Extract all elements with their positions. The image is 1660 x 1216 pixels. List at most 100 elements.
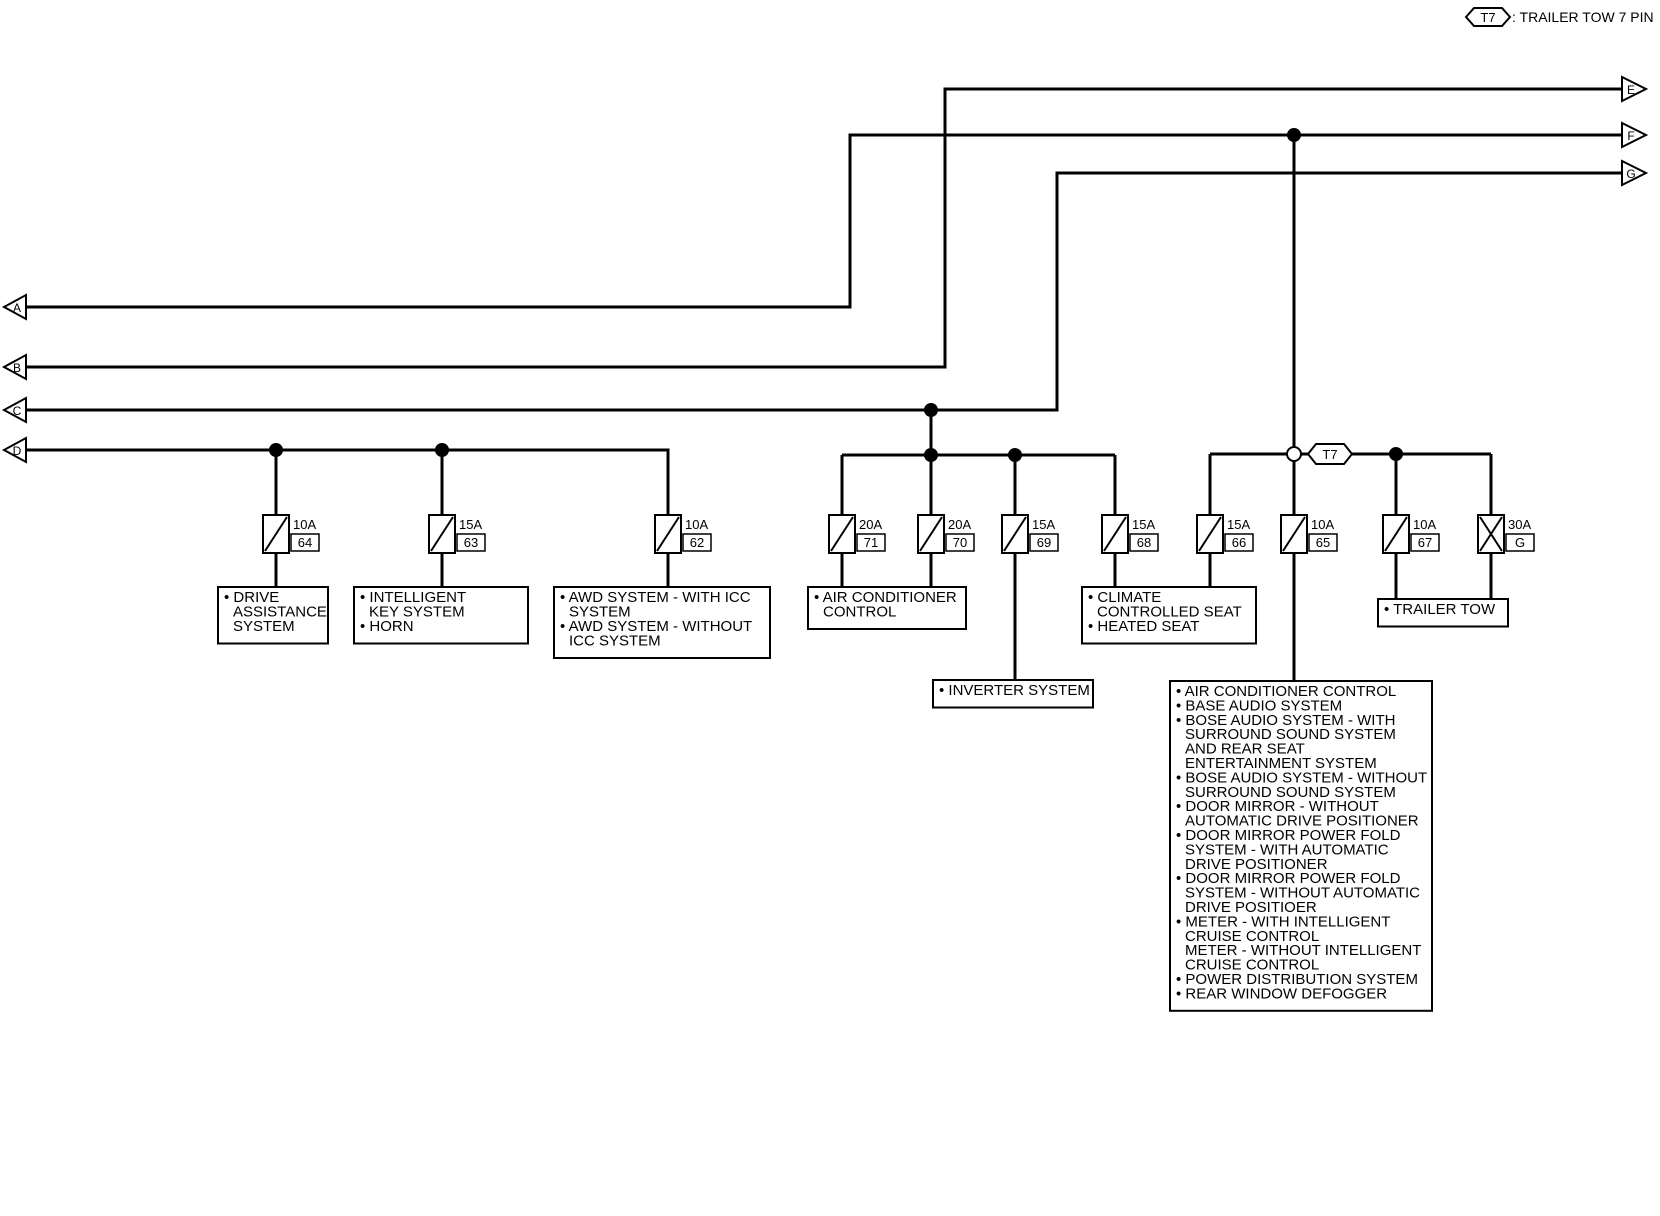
fuse-number-box xyxy=(856,533,886,552)
load-box-frame xyxy=(807,586,967,630)
fuse-number-box xyxy=(1505,533,1535,552)
svg-text:B: B xyxy=(13,361,21,375)
splice-mid-69 xyxy=(1008,448,1022,462)
fuse-amp-label: 10A xyxy=(1413,517,1436,532)
fuse-amp-label: 20A xyxy=(948,517,971,532)
fuse-number-box xyxy=(1224,533,1254,552)
fuse-amp-label: 10A xyxy=(1311,517,1334,532)
svg-text:G: G xyxy=(1626,167,1635,181)
fuse-element xyxy=(1103,516,1127,552)
load-text-line: • AIR CONDITIONER xyxy=(814,589,957,606)
fuse-element xyxy=(1282,516,1306,552)
fuse-number-box xyxy=(1308,533,1338,552)
load-text-line: SYSTEM xyxy=(233,618,295,635)
load-text-line: AND REAR SEAT xyxy=(1185,741,1305,758)
legend-symbol-text: T7 xyxy=(1480,10,1495,25)
svg-text:C: C xyxy=(13,404,22,418)
svg-text:F: F xyxy=(1627,129,1634,143)
fuse-amp-label: 15A xyxy=(1132,517,1155,532)
fuse-number: 70 xyxy=(953,535,967,550)
legend: T7 : TRAILER TOW 7 PIN xyxy=(1464,7,1654,27)
load-box-inverter: • INVERTER SYSTEM xyxy=(932,679,1094,709)
fuse-G: 30A G xyxy=(1477,514,1535,554)
fuse-number-box xyxy=(1410,533,1440,552)
fuse-amp-label: 10A xyxy=(293,517,316,532)
load-box-trailer-tow: • TRAILER TOW xyxy=(1377,598,1509,628)
fuse-number-box xyxy=(1129,533,1159,552)
load-text-line: ICC SYSTEM xyxy=(569,633,661,650)
t7-connector: T7 xyxy=(1306,443,1354,465)
fuse-number: 71 xyxy=(864,535,878,550)
connectors-left xyxy=(1,293,27,464)
load-text-line: ENTERTAINMENT SYSTEM xyxy=(1185,755,1377,772)
wire-d xyxy=(26,448,670,515)
splices xyxy=(269,128,1403,462)
fuse-number-box xyxy=(682,533,712,552)
load-text-line: • DOOR MIRROR POWER FOLD xyxy=(1176,870,1401,887)
fuse-number: 62 xyxy=(690,535,704,550)
fuse-number: 63 xyxy=(464,535,478,550)
fuses: 10A6415A6310A6220A7120A7015A6915A6815A66… xyxy=(262,514,1535,554)
fuse-number: 64 xyxy=(298,535,312,550)
fuse-element xyxy=(264,516,288,552)
connector-g xyxy=(1621,159,1649,187)
fuse-amp-label: 15A xyxy=(1032,517,1055,532)
splice-right-67 xyxy=(1389,447,1403,461)
fuse-number-box xyxy=(290,533,320,552)
load-text-line: SYSTEM xyxy=(569,604,631,621)
load-text-line: • CLIMATE xyxy=(1088,589,1161,606)
svg-text:A: A xyxy=(13,301,21,315)
connector-c xyxy=(1,396,27,424)
splice-c xyxy=(924,403,938,417)
load-text-line: • BOSE AUDIO SYSTEM - WITHOUT xyxy=(1176,769,1427,786)
load-box-frame xyxy=(1377,598,1509,628)
splice-mid-70 xyxy=(924,448,938,462)
legend-text: : TRAILER TOW 7 PIN xyxy=(1512,9,1654,25)
fuse-amp-label: 30A xyxy=(1508,517,1531,532)
load-text-line: SYSTEM - WITH AUTOMATIC xyxy=(1185,841,1389,858)
load-text-line: • REAR WINDOW DEFOGGER xyxy=(1176,985,1387,1002)
load-text-line: SYSTEM - WITHOUT AUTOMATIC xyxy=(1185,885,1420,902)
svg-text:E: E xyxy=(1627,83,1635,97)
load-text-line: ASSISTANCE xyxy=(233,604,327,621)
load-text-line: • HEATED SEAT xyxy=(1088,618,1199,635)
fuse-element-cross xyxy=(1479,516,1503,552)
load-text-line: • AWD SYSTEM - WITHOUT xyxy=(560,618,752,635)
fuse-number-box xyxy=(1029,533,1059,552)
connector-d xyxy=(1,436,27,464)
load-text-line: KEY SYSTEM xyxy=(369,604,465,621)
fuse-number: 69 xyxy=(1037,535,1051,550)
connectors-right xyxy=(1621,75,1649,187)
fuse-amp-label: 20A xyxy=(859,517,882,532)
load-box-fuse65-loads: • AIR CONDITIONER CONTROL• BASE AUDIO SY… xyxy=(1169,680,1433,1012)
load-text-line: • BASE AUDIO SYSTEM xyxy=(1176,697,1342,714)
fuse-element xyxy=(430,516,454,552)
load-text-line: METER - WITHOUT INTELLIGENT xyxy=(1185,942,1421,959)
wire-b xyxy=(26,87,1622,369)
fuse-number-box xyxy=(456,533,486,552)
connector-e xyxy=(1621,75,1649,103)
legend-symbol xyxy=(1464,7,1512,27)
fuse-number: G xyxy=(1515,535,1525,550)
fuse-element xyxy=(830,516,854,552)
load-text-line: • AIR CONDITIONER CONTROL xyxy=(1176,683,1396,700)
fuse-element xyxy=(656,516,680,552)
fuse-number: 65 xyxy=(1316,535,1330,550)
connector-left-labels: A B C D xyxy=(13,301,22,458)
wire-c xyxy=(26,171,1622,412)
fuse-number-box xyxy=(945,533,975,552)
load-text-line: AUTOMATIC DRIVE POSITIONER xyxy=(1185,813,1419,830)
splice-d-64 xyxy=(269,443,283,457)
connector-b xyxy=(1,353,27,381)
